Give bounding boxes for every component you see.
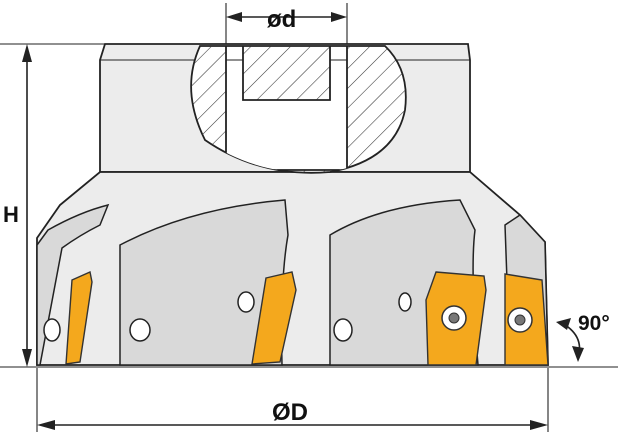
screw-hole-5 <box>398 292 412 312</box>
insert-1 <box>65 271 93 365</box>
bore-diameter-label: ød <box>267 6 296 33</box>
screw-hole-3 <box>237 291 255 313</box>
dimension-lines <box>0 3 618 432</box>
angle-label: 90° <box>578 312 610 335</box>
height-label: H <box>3 202 19 227</box>
screw-hole-1 <box>43 318 61 342</box>
outer-diameter-label: ØD <box>272 399 308 426</box>
screw-hole-2 <box>129 318 151 342</box>
insert-2 <box>251 271 297 365</box>
cutting-inserts <box>65 271 549 366</box>
bore-section <box>190 45 407 174</box>
flute-pocket-1 <box>36 203 110 366</box>
screw-hole-4 <box>333 318 353 342</box>
